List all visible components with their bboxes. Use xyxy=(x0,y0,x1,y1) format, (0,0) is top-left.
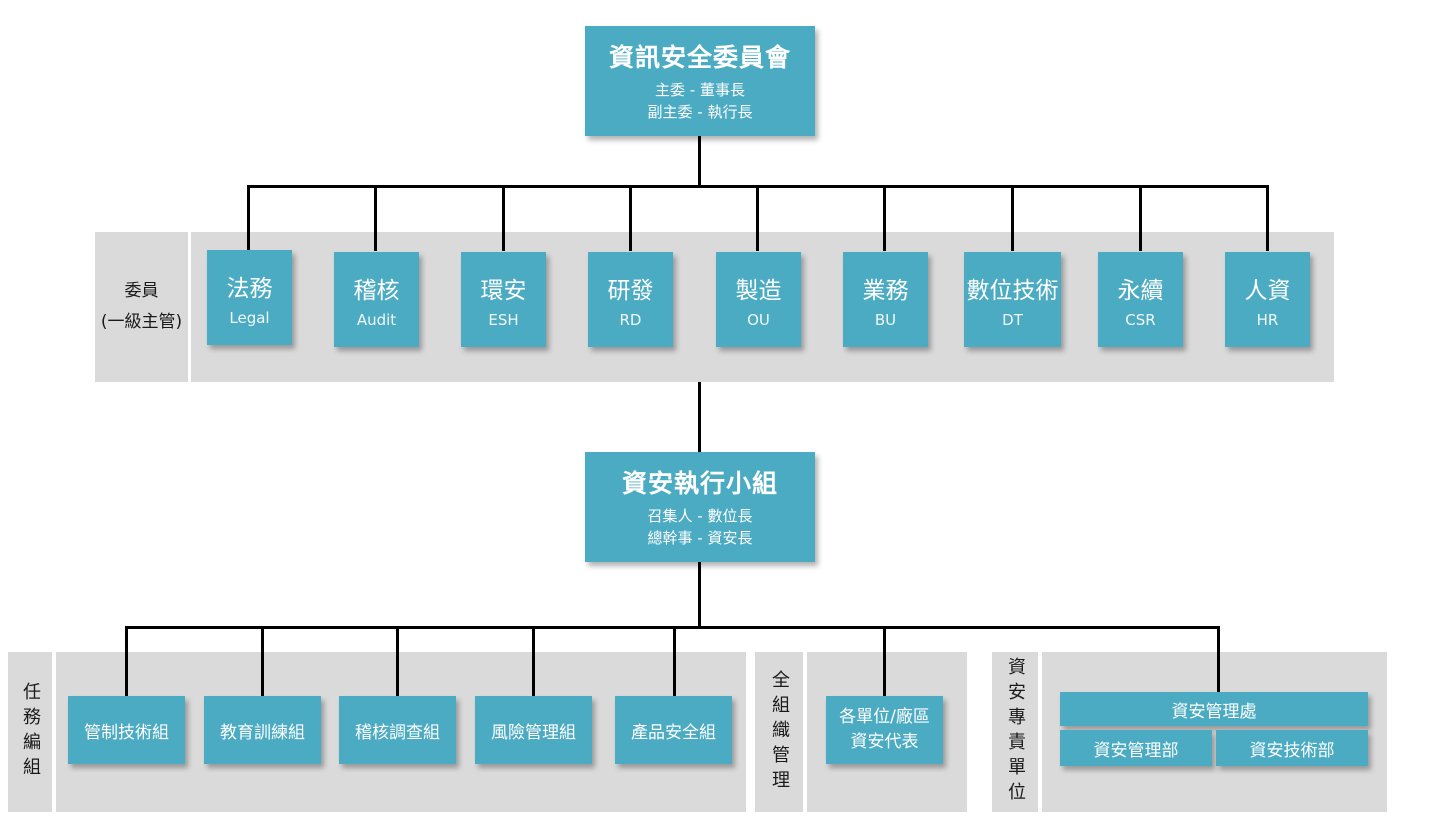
node-task-risk-management[interactable]: 風險管理組 xyxy=(475,696,592,764)
connector-exec-team-stem xyxy=(698,562,701,628)
connector-drop-audit-investigation xyxy=(396,626,399,704)
connector-drop-dt xyxy=(1011,185,1014,251)
node-title: 資安管理處 xyxy=(1171,701,1257,722)
node-role-line-2: 副主委 - 執行長 xyxy=(647,103,753,121)
node-title: 法務 xyxy=(226,275,273,302)
node-task-control-technology[interactable]: 管制技術組 xyxy=(68,696,185,764)
node-subtitle: CSR xyxy=(1125,310,1156,329)
connector-drop-risk-management xyxy=(532,626,535,704)
connector-drop-security-office xyxy=(1217,626,1220,692)
node-title: 資安管理部 xyxy=(1093,740,1179,761)
node-title-line-1: 各單位/廠區 xyxy=(839,707,930,728)
node-committee-ou[interactable]: 製造 OU xyxy=(716,252,801,347)
node-subtitle: RD xyxy=(619,310,642,329)
node-title: 製造 xyxy=(735,277,782,304)
dedicated-unit-label-panel: 資安專責單位 xyxy=(992,652,1038,812)
committee-label-line-1: 委員 xyxy=(124,280,159,301)
node-site-security-representative[interactable]: 各單位/廠區 資安代表 xyxy=(826,696,943,764)
node-title: 數位技術 xyxy=(966,277,1059,304)
connector-drop-rd xyxy=(629,185,632,251)
connector-drop-training xyxy=(261,626,264,704)
org-wide-label-panel: 全組織管理 xyxy=(755,652,803,812)
connector-drop-site-representative xyxy=(883,626,886,704)
task-force-label: 任務編組 xyxy=(20,682,41,782)
node-title: 風險管理組 xyxy=(491,722,576,743)
node-title: 資安技術部 xyxy=(1249,740,1335,761)
node-subtitle: BU xyxy=(874,310,897,329)
node-committee-csr[interactable]: 永續 CSR xyxy=(1098,252,1183,347)
node-subtitle: Legal xyxy=(229,308,270,327)
node-task-education-training[interactable]: 教育訓練組 xyxy=(204,696,321,764)
node-security-management-office[interactable]: 資安管理處 xyxy=(1060,692,1368,726)
node-role-line-1: 主委 - 董事長 xyxy=(655,81,745,100)
connector-drop-legal xyxy=(247,185,250,251)
node-committee-dt[interactable]: 數位技術 DT xyxy=(964,252,1061,347)
node-information-security-committee[interactable]: 資訊安全委員會 主委 - 董事長 副主委 - 執行長 xyxy=(585,26,815,136)
committee-label-line-2: (一級主管) xyxy=(100,312,183,332)
node-title: 稽核調查組 xyxy=(355,722,440,743)
node-title-line-2: 資安代表 xyxy=(850,732,919,752)
org-wide-label: 全組織管理 xyxy=(769,669,790,795)
connector-bottom-bus xyxy=(125,626,1220,629)
connector-drop-ou xyxy=(756,185,759,251)
node-title: 教育訓練組 xyxy=(220,722,305,743)
connector-drop-esh xyxy=(502,185,505,251)
node-security-management-department[interactable]: 資安管理部 xyxy=(1060,730,1212,766)
connector-top-stem xyxy=(698,136,701,187)
node-committee-hr[interactable]: 人資 HR xyxy=(1225,252,1310,347)
node-title: 資訊安全委員會 xyxy=(608,43,791,73)
node-title: 人資 xyxy=(1244,277,1291,304)
node-title: 產品安全組 xyxy=(631,722,716,743)
node-subtitle: Audit xyxy=(356,310,397,329)
node-title: 永續 xyxy=(1117,277,1164,304)
connector-drop-product-security xyxy=(673,626,676,704)
node-subtitle: HR xyxy=(1256,310,1279,329)
node-title: 環安 xyxy=(480,277,527,304)
node-title: 稽核 xyxy=(353,277,400,304)
node-role-line-2: 總幹事 - 資安長 xyxy=(647,529,753,547)
connector-drop-audit xyxy=(374,185,377,251)
connector-drop-csr xyxy=(1139,185,1142,251)
connector-drop-hr xyxy=(1266,185,1269,251)
node-title: 管制技術組 xyxy=(84,722,169,743)
node-subtitle: OU xyxy=(747,310,770,329)
connector-committee-to-exec-team xyxy=(698,382,701,452)
node-committee-audit[interactable]: 稽核 Audit xyxy=(334,252,419,347)
node-subtitle: DT xyxy=(1002,310,1023,329)
node-subtitle: ESH xyxy=(488,310,519,329)
node-task-product-security[interactable]: 產品安全組 xyxy=(615,696,732,764)
committee-label-panel: 委員 (一級主管) xyxy=(95,232,188,382)
task-force-label-panel: 任務編組 xyxy=(8,652,52,812)
node-title: 研發 xyxy=(607,277,654,304)
connector-drop-bu xyxy=(883,185,886,251)
node-committee-esh[interactable]: 環安 ESH xyxy=(461,252,546,347)
node-committee-bu[interactable]: 業務 BU xyxy=(843,252,928,347)
dedicated-unit-label: 資安專責單位 xyxy=(1005,657,1026,807)
connector-drop-control-tech xyxy=(125,626,128,704)
node-security-technology-department[interactable]: 資安技術部 xyxy=(1216,730,1368,766)
node-security-execution-team[interactable]: 資安執行小組 召集人 - 數位長 總幹事 - 資安長 xyxy=(585,452,815,562)
node-title: 資安執行小組 xyxy=(621,469,778,499)
node-committee-rd[interactable]: 研發 RD xyxy=(588,252,673,347)
node-committee-legal[interactable]: 法務 Legal xyxy=(207,250,292,345)
node-task-audit-investigation[interactable]: 稽核調查組 xyxy=(339,696,456,764)
node-title: 業務 xyxy=(862,277,909,304)
node-role-line-1: 召集人 - 數位長 xyxy=(647,507,753,526)
